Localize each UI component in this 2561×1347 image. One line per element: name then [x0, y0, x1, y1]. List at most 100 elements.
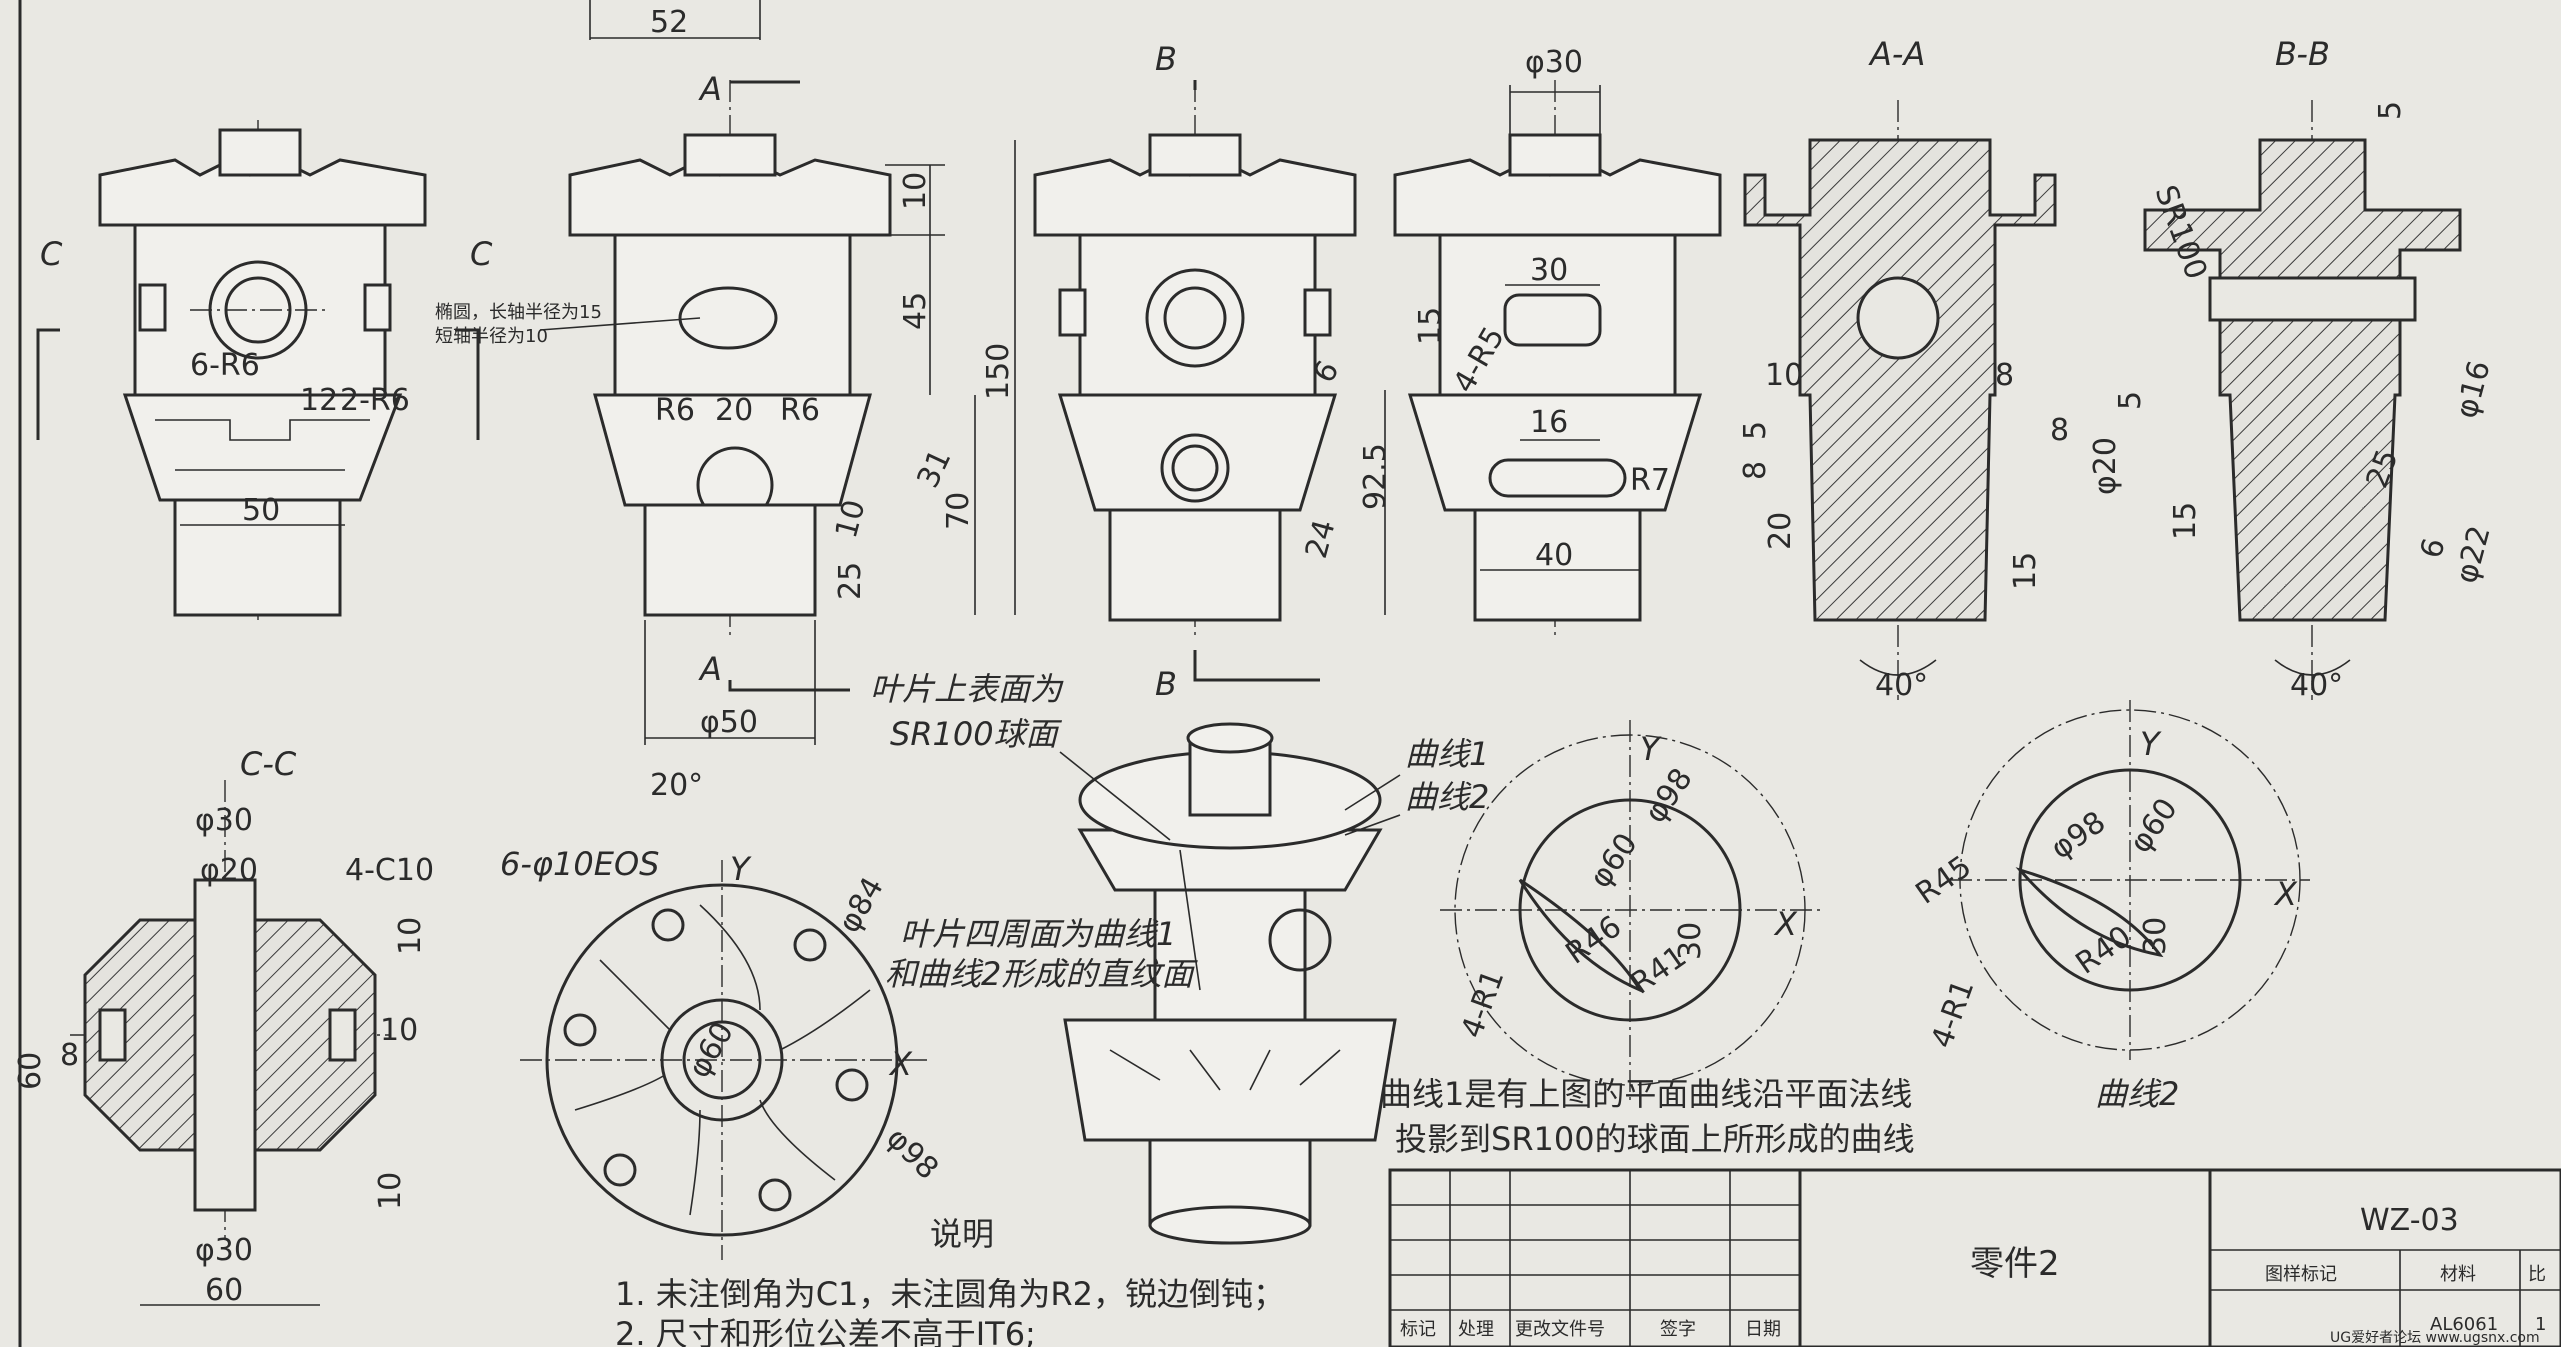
dim-bb-5-left: 5 — [2113, 391, 2148, 410]
dim-aa-8-right: 8 — [1995, 358, 2014, 393]
dim-12: 12 — [300, 383, 338, 418]
dim-cc-10-top: 10 — [393, 917, 428, 955]
ellipse-note-2: 短轴半径为10 — [435, 326, 548, 347]
curve1-axis-x: X — [1773, 905, 1798, 943]
dim-bb-phi22: φ22 — [2449, 522, 2498, 587]
dim-r6-right: R6 — [780, 393, 820, 428]
curve1-axis-y: Y — [1640, 730, 1662, 768]
front-view-left: C C 6-R6 12 2-R6 50 — [36, 120, 493, 620]
top-view: 20° 6-φ10EOS Y φ84 φ60 X φ98 — [500, 768, 945, 1260]
curve-note-2: 投影到SR100的球面上所形成的曲线 — [1395, 1120, 1915, 1158]
slot-view: φ30 30 15 4-R5 16 R7 40 — [1393, 45, 1722, 640]
callout-blade-side-1: 叶片四周面为曲线1 — [900, 915, 1176, 953]
callout-blade-side-2: 和曲线2形成的直纹面 — [885, 955, 1198, 993]
dim-bb-40deg: 40° — [2290, 668, 2343, 703]
curve1-dim-30: 30 — [1673, 922, 1708, 960]
dim-phi30-top: φ30 — [1525, 45, 1583, 80]
callout-blade-top-1: 叶片上表面为 — [870, 670, 1064, 708]
dim-aa-phi20: φ20 — [2088, 437, 2123, 495]
dim-30: 30 — [1530, 253, 1568, 288]
section-mark-b-top: B — [1155, 40, 1177, 78]
tb-col-date: 日期 — [1745, 1319, 1781, 1340]
dim-70: 70 — [941, 492, 976, 530]
curve2-dim-phi60: φ60 — [2123, 792, 2185, 860]
dim-6-r6: 6-R6 — [190, 348, 260, 383]
dim-10-top: 10 — [898, 172, 933, 210]
curve2-caption: 曲线2 — [2095, 1075, 2179, 1113]
callout-curve1: 曲线1 — [1405, 735, 1489, 773]
section-b-b-title: B-B — [2275, 35, 2330, 73]
curve2-dim-r40: R40 — [2070, 919, 2138, 982]
section-mark-b-bottom: B — [1155, 665, 1177, 703]
dim-r6-left: R6 — [655, 393, 695, 428]
dim-aa-20: 20 — [1763, 512, 1798, 550]
dim-31: 31 — [911, 444, 959, 493]
dim-cc-10-right: 10 — [380, 1013, 418, 1048]
curve2-axis-y: Y — [2140, 725, 2162, 763]
title-block: 标记 处理 更改文件号 签字 日期 零件2 WZ-03 图样标记 材料 比 AL… — [1388, 1168, 2561, 1347]
tb-part-name: 零件2 — [1970, 1244, 2060, 1284]
dim-92-5: 92.5 — [1358, 443, 1393, 510]
tb-col-mark: 标记 — [1400, 1319, 1436, 1340]
dim-aa-40deg: 40° — [1875, 668, 1928, 703]
dim-24: 24 — [1299, 516, 1343, 562]
dim-16: 16 — [1530, 405, 1568, 440]
dim-cc-8: 8 — [60, 1038, 79, 1073]
dim-cc-phi30-top: φ30 — [195, 803, 253, 838]
dim-cc-phi30-bottom: φ30 — [195, 1233, 253, 1268]
tb-drawing-no: WZ-03 — [2360, 1203, 2459, 1238]
dim-cc-60-bottom: 60 — [205, 1273, 243, 1308]
tb-ratio-label: 比 — [2528, 1264, 2546, 1285]
section-mark-a-top: A — [698, 70, 722, 108]
top-axis-y: Y — [730, 850, 752, 888]
curve2-dim-30: 30 — [2138, 917, 2173, 955]
front-view-a: 52 A R6 20 R6 椭圆，长轴半径为15 短轴半径为10 10 45 1… — [435, 0, 1016, 745]
isometric-view: 叶片上表面为 SR100球面 曲线1 曲线2 叶片四周面为曲线1 和曲线2形成的… — [870, 670, 1489, 1245]
dim-45: 45 — [898, 292, 933, 330]
dim-top-phi60: φ60 — [682, 1016, 741, 1084]
dim-top-6-phi10eos: 6-φ10EOS — [500, 845, 659, 883]
callout-curve2: 曲线2 — [1405, 778, 1489, 816]
section-a-a: A-A 10 8 5 8 20 8 φ20 15 40° — [1738, 35, 2123, 703]
dim-50: 50 — [242, 493, 280, 528]
dim-cc-60-left: 60 — [13, 1052, 48, 1090]
dim-bb-phi16: φ16 — [2449, 357, 2498, 422]
section-b-b: B-B SR100 5 5 φ16 25 15 6 φ22 40° — [2113, 35, 2498, 703]
dim-cc-10-bottom: 10 — [373, 1172, 408, 1210]
curve2-dim-r45: R45 — [1910, 849, 1978, 912]
curve2-dim-phi98: φ98 — [2045, 805, 2113, 867]
tb-mark-label: 图样标记 — [2265, 1264, 2337, 1285]
tb-material-value: AL6061 — [2430, 1314, 2498, 1335]
dim-aa-8-left: 8 — [1738, 461, 1773, 480]
dim-cc-phi20: φ20 — [200, 853, 258, 888]
dim-bb-15: 15 — [2168, 502, 2203, 540]
section-c-c: C-C φ30 φ20 4-C10 10 60 8 10 10 φ30 60 — [13, 745, 434, 1308]
dim-25: 25 — [833, 562, 868, 600]
dim-150: 150 — [981, 343, 1016, 400]
dim-20: 20 — [715, 393, 753, 428]
notes-item-2: 2. 尺寸和形位公差不高于IT6; — [615, 1315, 1036, 1347]
dim-aa-5: 5 — [1738, 421, 1773, 440]
tb-ratio-value: 1 — [2535, 1314, 2546, 1335]
section-c-c-title: C-C — [240, 745, 297, 783]
notes-item-1: 1. 未注倒角为C1，未注圆角为R2，锐边倒钝； — [615, 1275, 1285, 1313]
curve1-dim-4-r1: 4-R1 — [1455, 965, 1512, 1043]
dim-aa-8-lower: 8 — [2050, 413, 2069, 448]
curve-2-view: Y φ98 φ60 R45 R40 30 X 4-R1 曲线2 — [1910, 700, 2310, 1113]
dim-top-20deg: 20° — [650, 768, 703, 803]
section-mark-c-right: C — [470, 235, 493, 273]
dim-phi50: φ50 — [700, 705, 758, 740]
dim-aa-10: 10 — [1765, 358, 1803, 393]
dim-40: 40 — [1535, 538, 1573, 573]
tb-material-label: 材料 — [2440, 1264, 2476, 1285]
dim-2-r6: 2-R6 — [340, 383, 410, 418]
curve2-axis-x: X — [2273, 875, 2298, 913]
tb-col-process: 处理 — [1458, 1319, 1494, 1340]
notes-heading: 说明 — [930, 1215, 994, 1253]
dim-cc-4-c10: 4-C10 — [345, 853, 434, 888]
tb-col-change-doc: 更改文件号 — [1515, 1319, 1605, 1340]
dim-top-phi98: φ98 — [879, 1121, 945, 1187]
dim-aa-15: 15 — [2008, 552, 2043, 590]
front-view-b: B B 6 24 92.5 — [1033, 40, 1393, 703]
